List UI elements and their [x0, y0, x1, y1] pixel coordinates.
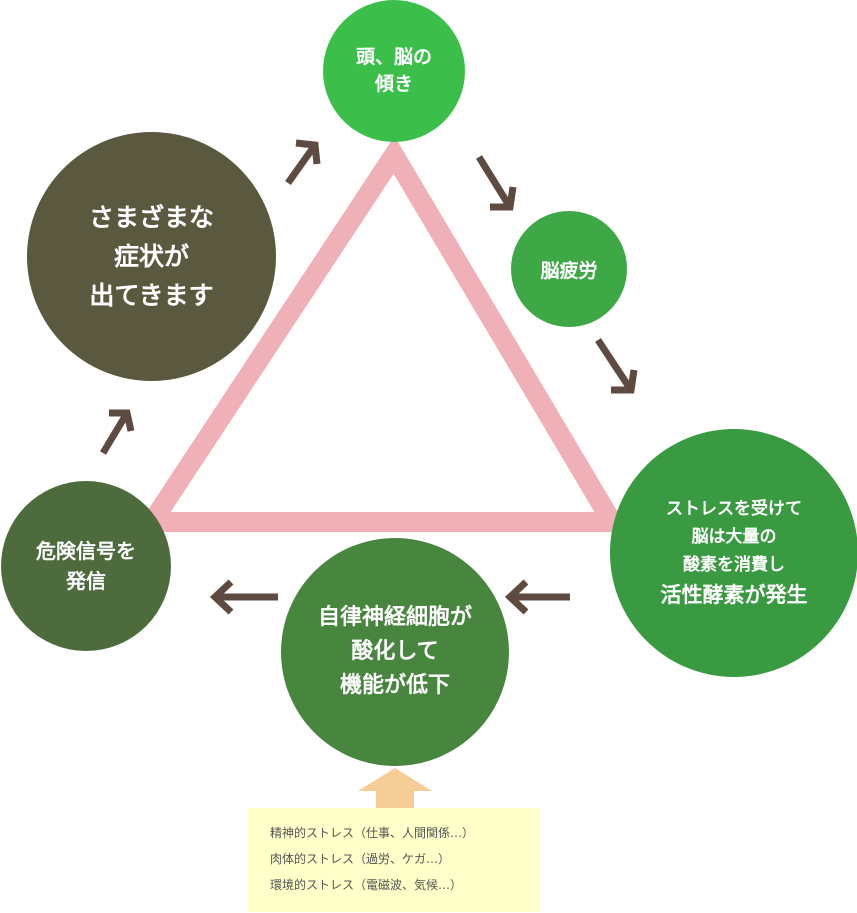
node-text-line: 危険信号を — [36, 539, 136, 563]
node-active-enzyme: ストレスを受けて 脳は大量の 酸素を消費し 活性酵素が発生 — [610, 429, 857, 677]
stress-item: 肉体的ストレス（過労、ケガ…） — [270, 852, 451, 866]
stress-item: 環境的ストレス（電磁波、気候…） — [270, 878, 463, 892]
node-text-line: 頭、脳の — [355, 46, 432, 68]
node-symptoms: さまざまな 症状が 出てきます — [27, 132, 276, 381]
arrow-to-tilt — [285, 139, 321, 186]
pink-triangle — [133, 136, 630, 532]
node-text-line: 酸素を消費し — [683, 555, 785, 575]
node-danger-signal: 危険信号を 発信 — [1, 481, 171, 651]
node-text-line: 脳は大量の — [691, 527, 777, 547]
node-text-line: 脳疲労 — [540, 259, 598, 282]
node-text-line: 酸化して — [351, 639, 439, 664]
node-nerve-oxidation: 自律神経細胞が 酸化して 機能が低下 — [281, 538, 509, 766]
stress-sources-box: 精神的ストレス（仕事、人間関係…） 肉体的ストレス（過労、ケガ…） 環境的ストレ… — [248, 808, 540, 912]
node-brain-fatigue: 脳疲労 — [511, 211, 627, 327]
arrow-to-symptoms — [99, 409, 135, 455]
node-text-line: 発信 — [66, 569, 106, 593]
node-text-line: 機能が低下 — [339, 673, 450, 698]
arrow-to-enzyme — [595, 338, 638, 394]
node-brain-tilt: 頭、脳の 傾き — [323, 0, 465, 142]
node-text-line: さまざまな — [88, 203, 214, 232]
stress-up-arrow — [358, 768, 432, 808]
arrow-to-fatigue — [476, 155, 517, 211]
node-text-line: 症状が — [113, 242, 189, 271]
node-text-line: 出てきます — [89, 281, 214, 310]
stress-item: 精神的ストレス（仕事、人間関係…） — [270, 826, 475, 840]
node-text-line: 傾き — [374, 73, 413, 95]
arrow-to-nerve — [504, 579, 570, 615]
node-text-line: 活性酵素が発生 — [660, 583, 808, 607]
arrow-to-danger — [209, 579, 278, 615]
node-text-line: ストレスを受けて — [666, 499, 802, 519]
node-text-line: 自律神経細胞が — [317, 605, 472, 630]
